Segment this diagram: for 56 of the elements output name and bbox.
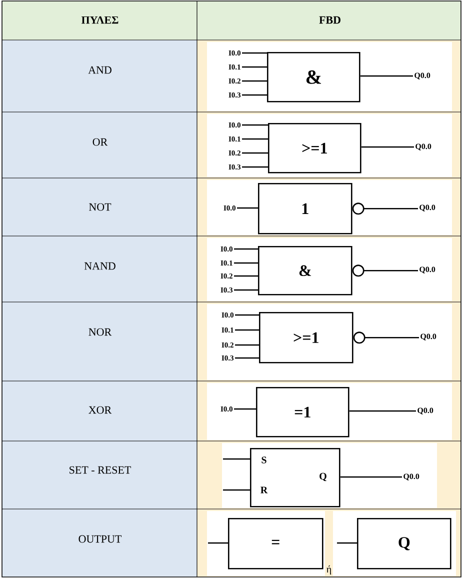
connector-line <box>242 152 268 154</box>
connector-line <box>340 476 402 478</box>
output-label: Q0.0 <box>404 474 420 480</box>
connector-line <box>223 458 250 460</box>
gate-name: NOT <box>89 203 112 211</box>
output-label: Q0.0 <box>420 204 436 212</box>
connector-line <box>234 248 258 250</box>
connector-line <box>237 207 258 209</box>
gate-name: NAND <box>84 262 116 270</box>
connector-line <box>352 264 418 277</box>
connector-line <box>234 275 258 277</box>
connector-line <box>242 80 267 82</box>
gate-name: AND <box>88 66 112 74</box>
connector-line <box>235 357 259 359</box>
column-header: FBD <box>319 16 340 24</box>
gate-name: SET - RESET <box>70 466 131 474</box>
connector-line <box>235 314 259 316</box>
output-label: Q0.0 <box>420 266 436 274</box>
output-label: Q0.0 <box>420 334 436 340</box>
connector-line <box>361 146 414 148</box>
output-label: Q0.0 <box>414 72 430 80</box>
gate-name: NOR <box>88 328 112 336</box>
connector-line <box>242 66 267 68</box>
gate-name: OR <box>92 138 108 146</box>
connector-line <box>242 138 268 140</box>
gate-box: = <box>228 518 324 570</box>
connector-line <box>349 410 416 412</box>
gate-box: & <box>258 246 352 296</box>
connector-line <box>360 75 413 77</box>
column-header: ΠΥΛΕΣ <box>82 16 118 24</box>
connector-line <box>234 408 256 410</box>
connector-line <box>242 52 267 54</box>
connector-line <box>234 262 258 264</box>
gate-name: OUTPUT <box>78 535 122 543</box>
gate-box: >=1 <box>259 312 354 364</box>
note-text: ή <box>326 565 332 575</box>
gate-box: >=1 <box>268 123 362 174</box>
connector-line <box>208 542 228 544</box>
gate-box: & <box>267 52 360 102</box>
gate-name: XOR <box>88 406 112 414</box>
gate-box: =1 <box>256 387 350 438</box>
connector-line <box>235 344 259 346</box>
flip-flop-box: S R Q <box>250 448 340 508</box>
gate-box: 1 <box>258 183 352 234</box>
connector-line <box>352 202 418 215</box>
connector-line <box>234 289 258 291</box>
connector-line <box>337 542 357 544</box>
connector-line <box>242 166 268 168</box>
gate-box: Q <box>357 518 452 570</box>
output-label: Q0.0 <box>418 408 434 414</box>
connector-line <box>223 489 250 491</box>
connector-line <box>242 124 268 126</box>
connector-line <box>353 332 419 344</box>
connector-line <box>242 94 267 96</box>
connector-line <box>235 329 259 331</box>
output-label: Q0.0 <box>416 144 432 150</box>
